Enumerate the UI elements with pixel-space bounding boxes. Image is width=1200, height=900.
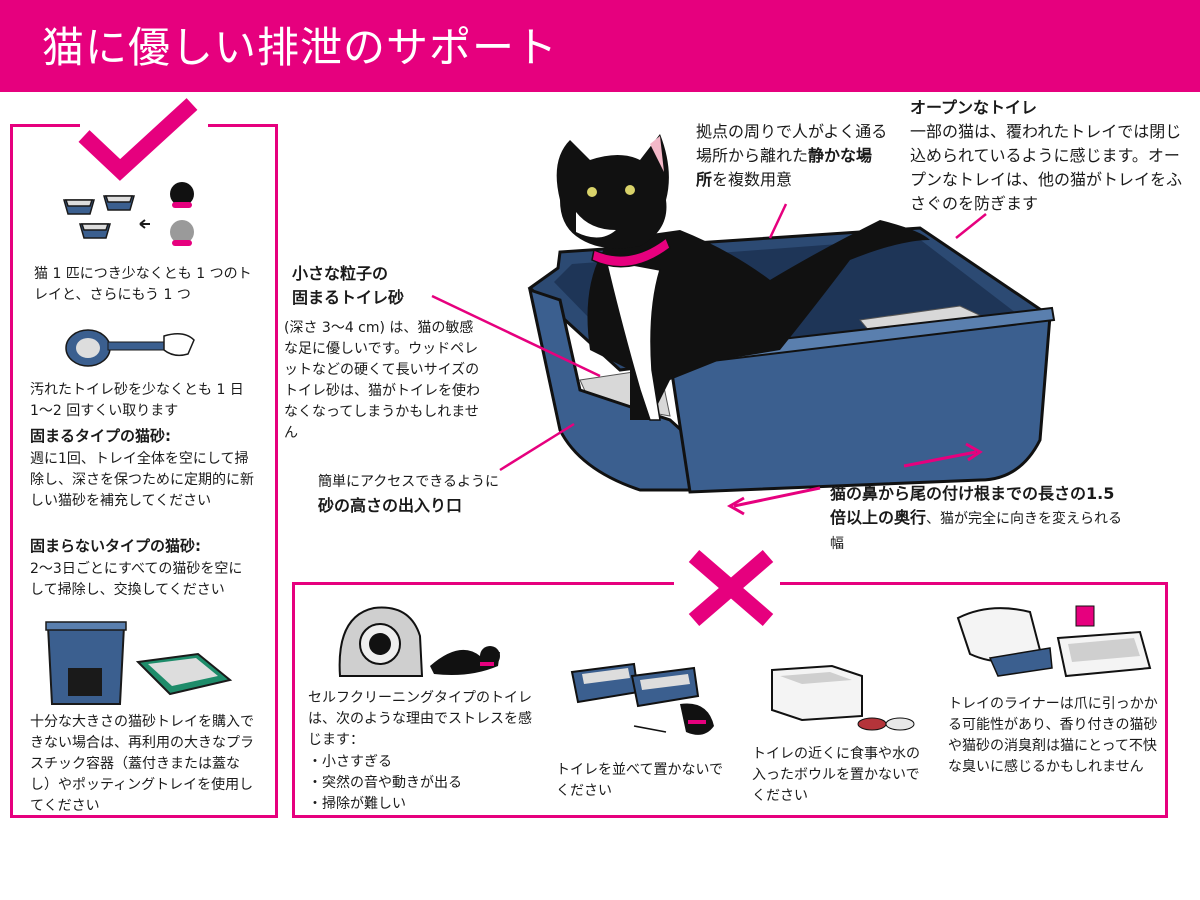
non-clumping-text: 2～3日ごとにすべての猫砂を空にして掃除し、交換してください [30,561,243,598]
clumping-text: 週に1回、トレイ全体を空にして掃除し、深さを保つために定期的に新しい猫砂を補充し… [30,451,254,509]
self-cleaning-reason-1: ・小さすぎる [308,754,392,770]
fine-litter-heading-line2: 固まるトイレ砂 [292,288,405,307]
tray-count-text: 猫 1 匹につき少なくとも 1 つのトレイと、さらにもう 1 つ [34,266,252,303]
quiet-place-text: 拠点の周りで人がよく通る場所から離れた静かな場所を複数用意 [696,122,888,189]
length-text: 猫の鼻から尾の付け根までの長さの1.5倍以上の奥行、猫が完全に向きを変えられる幅 [830,484,1123,552]
entrance-bold: 砂の高さの出入り口 [318,496,463,515]
fine-litter-heading-line1: 小さな粒子の [292,264,389,283]
side-by-side-trays-icon [570,662,714,735]
side-by-side-text: トイレを並べて置かないでください [556,762,724,799]
title-bar: 猫に優しい排泄のサポート [0,0,1200,92]
self-cleaning-box-icon [338,606,500,677]
tray-near-food-icon [771,664,915,731]
good-practices-panel [10,124,278,818]
liners-deodorizer-icon [956,605,1152,678]
clumping-heading: 固まるタイプの猫砂: [30,427,171,445]
self-cleaning-reason-2: ・突然の音や動きが出る [308,775,462,791]
fine-litter-text: (深さ 3～4 cm) は、猫の敏感な足に優しいです。ウッドペレットなどの硬くて… [284,320,480,441]
self-cleaning-intro: セルフクリーニングタイプのトイレは、次のような理由でストレスを感じます： [308,690,532,748]
multiple-trays-icon [63,182,194,246]
check-mark-icon [78,98,198,181]
liners-text: トレイのライナーは爪に引っかかる可能性があり、香り付きの猫砂や猫砂の消臭剤は猫に… [948,696,1158,775]
alternative-text: 十分な大きさの猫砂トレイを購入できない場合は、再利用の大きなプラスチック容器（蓋… [30,714,254,814]
bad-practices-panel [292,582,1168,818]
litter-box-illustration [527,134,1056,494]
open-tray-heading: オープンなトイレ [910,98,1038,117]
page-title: 猫に優しい排泄のサポート [42,23,559,72]
scooping-text: 汚れたトイレ砂を少なくとも 1 日 1～2 回すくい取ります [30,382,244,419]
self-cleaning-reason-3: ・掃除が難しい [308,796,406,812]
entrance-line1: 簡単にアクセスできるように [318,474,500,490]
near-food-text: トイレの近くに食事や水の入ったボウルを置かないでください [752,746,920,804]
non-clumping-heading: 固まらないタイプの猫砂: [30,537,201,555]
litter-scoop-icon [65,329,195,367]
open-tray-text: 一部の猫は、覆われたトレイでは閉じ込められているように感じます。オープンなトレイ… [910,122,1183,213]
alternative-containers-icon [45,621,233,705]
cross-mark-icon [688,549,774,627]
